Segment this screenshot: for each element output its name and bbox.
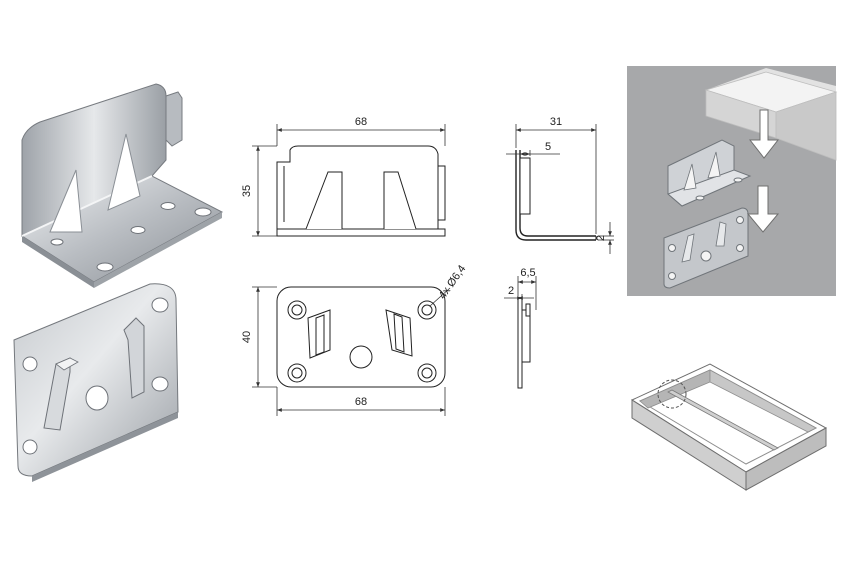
- dim-front-height: 35: [241, 185, 253, 197]
- dim-plate-holes: 4x Ø6,4: [437, 263, 469, 301]
- dashed-detail-circle-icon: [657, 379, 687, 409]
- dim-plate-side-thickness: 2: [508, 285, 514, 297]
- down-arrow-icon: [748, 109, 780, 159]
- bracket-3d-render: [20, 83, 224, 288]
- plate-3d-render: [13, 283, 179, 482]
- plate-front-view: 40 68 4x Ø6,4: [241, 263, 469, 416]
- plate-side-view: 6,5 2: [504, 267, 537, 389]
- frame-detail: [630, 363, 828, 491]
- down-arrow-icon: [746, 185, 780, 233]
- dim-side-thickness: 2: [595, 235, 607, 241]
- bracket-side-view: 31 5 2: [506, 116, 614, 254]
- bracket-front-view: 68 35: [241, 116, 446, 237]
- assembly-scene: [627, 66, 838, 296]
- dim-side-depth: 31: [550, 116, 562, 128]
- dim-front-width: 68: [355, 116, 367, 128]
- dim-side-hook: 5: [545, 141, 551, 153]
- dim-plate-width: 68: [355, 396, 367, 408]
- dim-plate-side-depth: 6,5: [520, 267, 535, 279]
- dim-plate-height: 40: [241, 331, 253, 343]
